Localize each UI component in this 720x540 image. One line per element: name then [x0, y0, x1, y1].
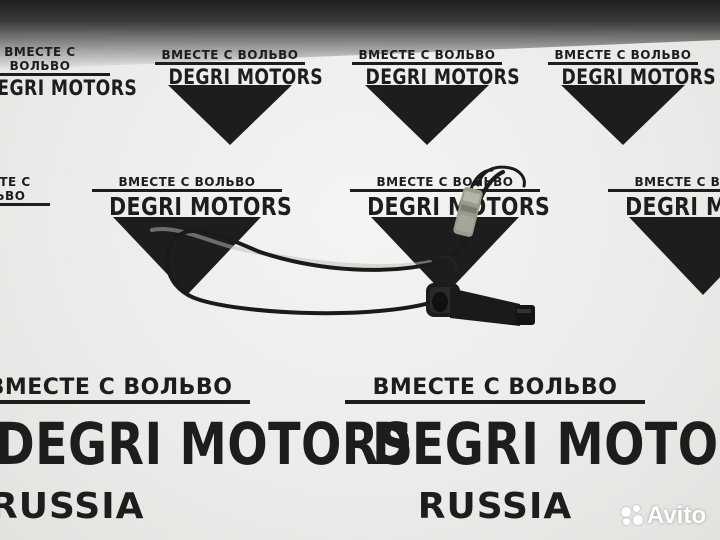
watermark-country: RUSSIA: [599, 101, 647, 112]
sensor-body: [426, 283, 535, 326]
avito-label: Avito: [646, 502, 706, 529]
watermark-tagline: ВМЕСТЕ С ВОЛЬВО: [0, 175, 50, 206]
watermark-tagline: ВМЕСТЕ С ВОЛЬВО: [608, 175, 720, 192]
watermark-brand: DEGRI MOTORS: [625, 192, 720, 221]
watermark-triangle: [561, 85, 685, 145]
watermark-r1-c3: ВМЕСТЕ С ВОЛЬВО DEGRI MOTORS RUSSIA: [352, 48, 520, 145]
watermark-tagline: ВМЕСТЕ С ВОЛЬВО: [0, 45, 110, 76]
watermark-triangle: [168, 85, 292, 145]
watermark-r1-c2: ВМЕСТЕ С ВОЛЬВО DEGRI MOTORS RUSSIA: [155, 48, 323, 145]
watermark-triangle: [629, 217, 720, 295]
avito-watermark: Avito: [620, 502, 706, 530]
watermark-r2-c1: ВМЕСТЕ С ВОЛЬВО: [0, 175, 50, 206]
watermark-country: RUSSIA: [417, 486, 573, 527]
watermark-country: RUSSIA: [421, 233, 469, 244]
watermark-country: RUSSIA: [0, 486, 145, 527]
avito-dots-icon: [620, 505, 643, 527]
watermark-tagline: ВМЕСТЕ С ВОЛЬВО: [92, 175, 282, 192]
watermark-tagline: ВМЕСТЕ С ВОЛЬВО: [155, 48, 305, 65]
watermark-r1-c4: ВМЕСТЕ С ВОЛЬВО DEGRI MOTORS RUSSIA: [548, 48, 716, 145]
watermark-country: RUSSIA: [206, 101, 254, 112]
watermark-tagline: ВМЕСТЕ С ВОЛЬВО: [345, 375, 645, 404]
plug-connector: [453, 187, 483, 237]
watermark-triangle: [365, 85, 489, 145]
watermark-country: RUSSIA: [163, 233, 211, 244]
watermark-tagline: ВМЕСТЕ С ВОЛЬВО: [352, 48, 502, 65]
watermark-brand: DEGRI MOTORS: [109, 192, 293, 221]
watermark-r2-c4: ВМЕСТЕ С ВОЛЬВО DEGRI MOTORS: [608, 175, 720, 295]
watermark-tagline: ВМЕСТЕ С ВОЛЬВО: [0, 375, 250, 404]
watermark-tagline: ВМЕСТЕ С ВОЛЬВО: [548, 48, 698, 65]
watermark-country: RUSSIA: [403, 101, 451, 112]
